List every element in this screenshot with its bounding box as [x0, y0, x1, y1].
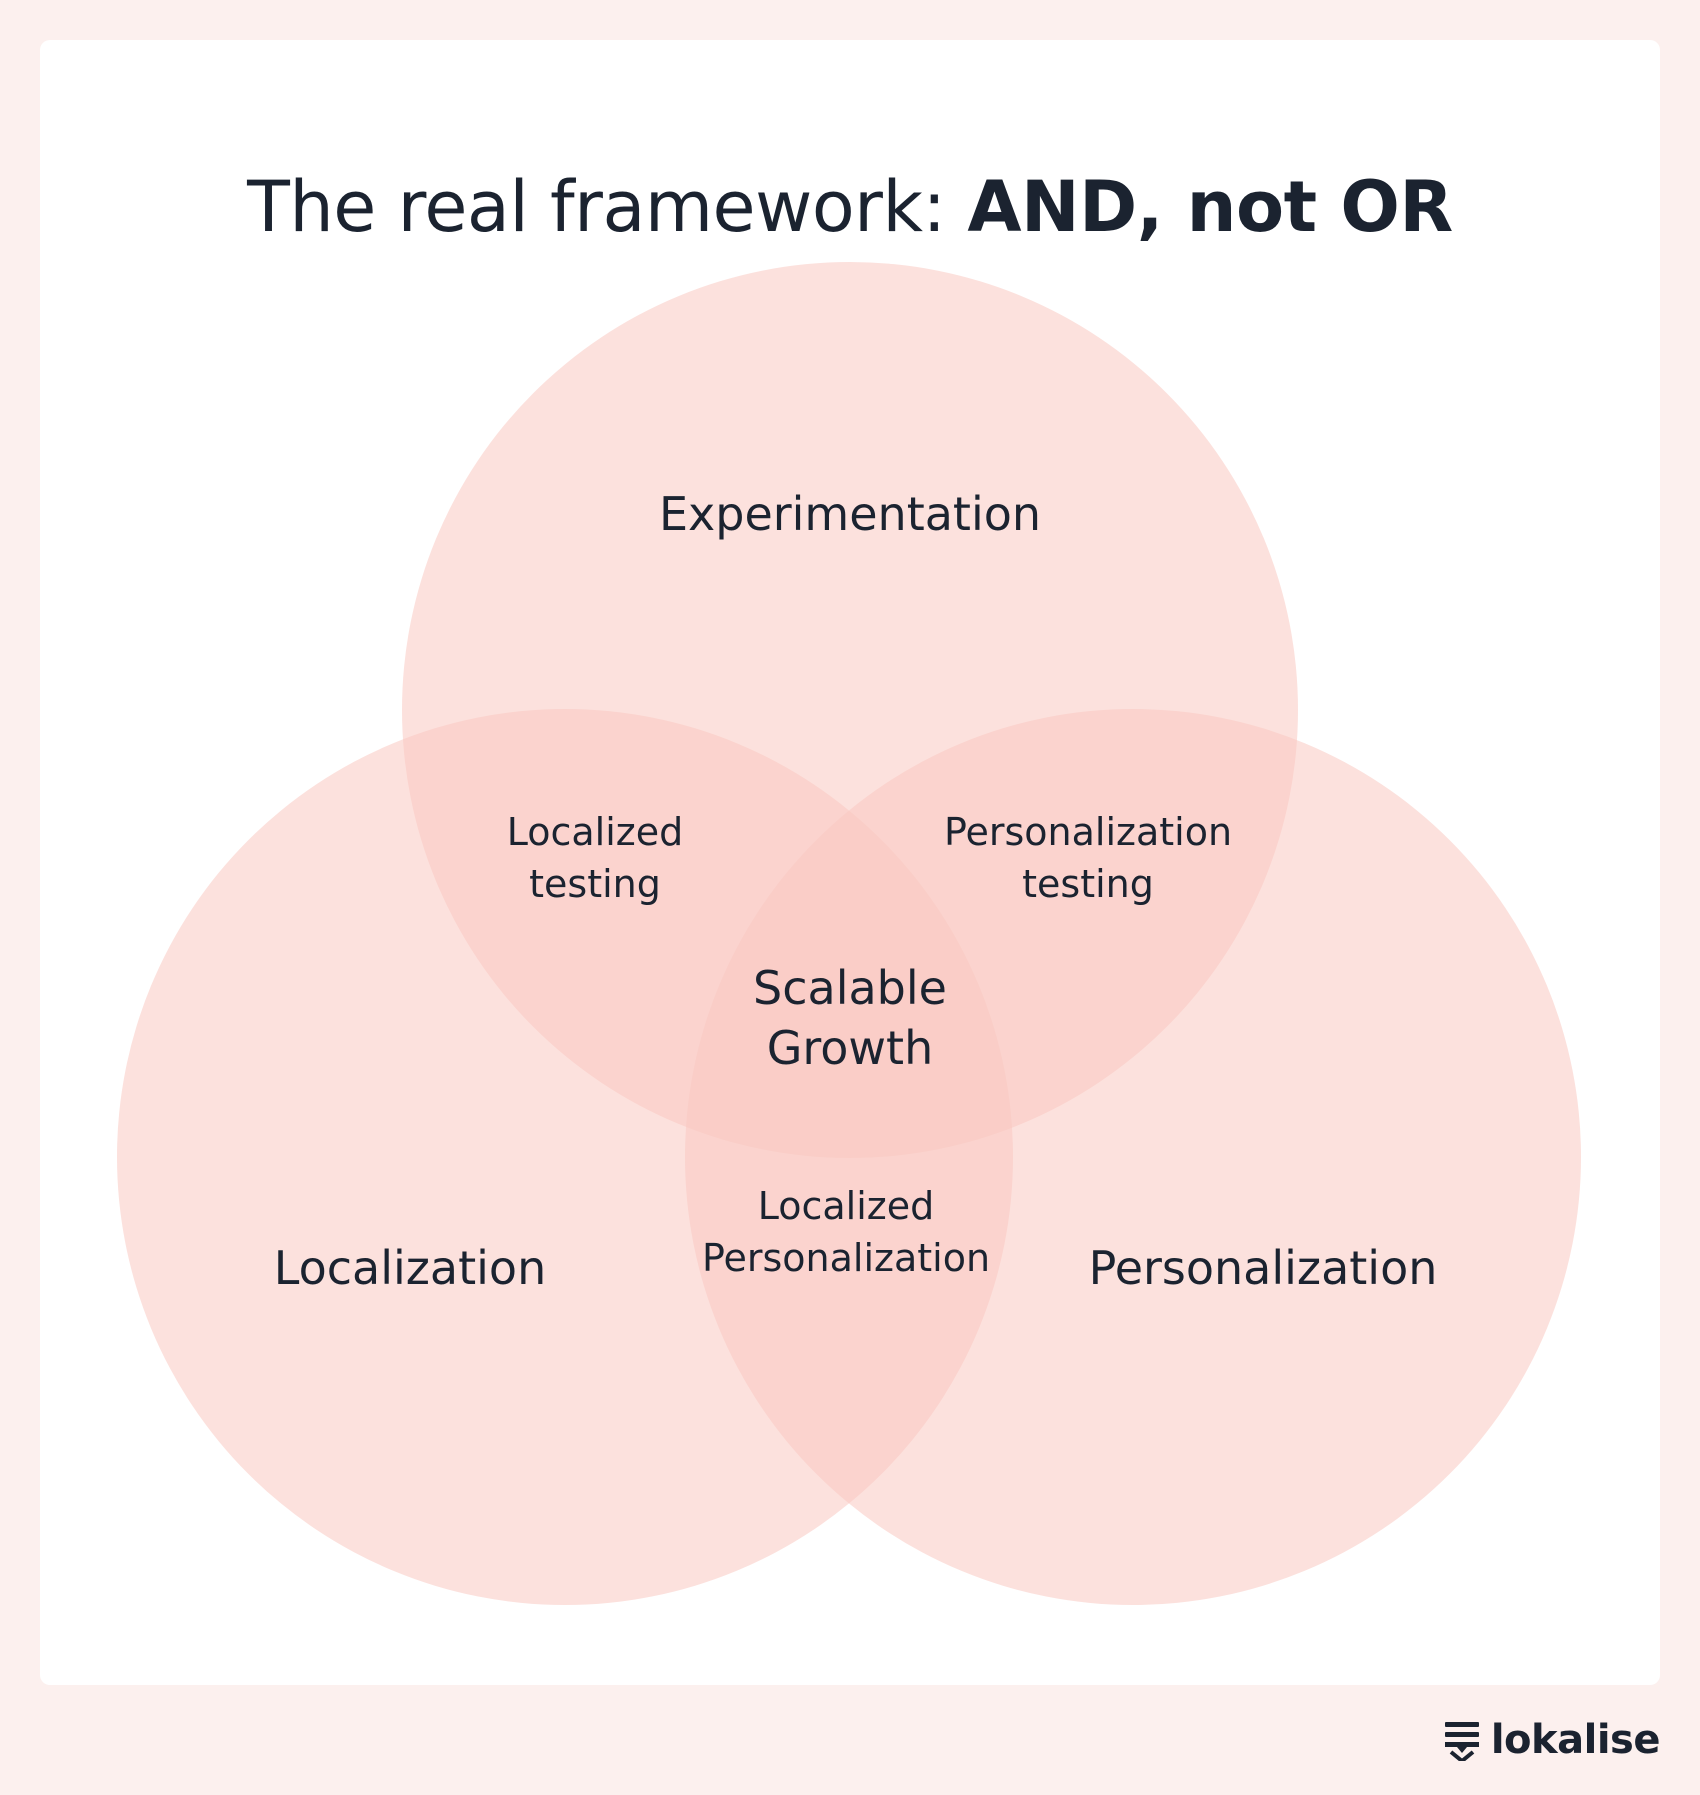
overlap-label-line: Personalization [701, 1236, 991, 1280]
center-label-line: Scalable [753, 961, 947, 1015]
page-title: The real framework: AND, not OR [0, 165, 1700, 249]
overlap-label-localized-personalization: Localized Personalization [702, 1180, 990, 1284]
lokalise-logo-icon [1444, 1722, 1479, 1761]
overlap-label-personalization-testing: Personalization testing [944, 806, 1232, 910]
center-label-scalable-growth: Scalable Growth [753, 958, 947, 1078]
overlap-label-line: testing [1022, 862, 1154, 906]
set-label-personalization: Personalization [1088, 1241, 1438, 1295]
set-label-experimentation: Experimentation [658, 487, 1042, 541]
overlap-label-line: Localized [506, 810, 684, 854]
set-label-localization: Localization [273, 1241, 547, 1295]
venn-circle-personalization [685, 709, 1581, 1605]
overlap-label-line: Localized [757, 1184, 935, 1228]
center-label-line: Growth [766, 1021, 934, 1075]
overlap-label-line: testing [529, 862, 661, 906]
brand-logo: lokalise [1443, 1715, 1661, 1765]
overlap-label-localized-testing: Localized testing [507, 806, 684, 910]
brand-name: lokalise [1490, 1717, 1661, 1763]
title-emphasis: AND, not OR [967, 165, 1453, 248]
overlap-label-line: Personalization [943, 810, 1233, 854]
title-lead: The real framework: [247, 165, 968, 248]
